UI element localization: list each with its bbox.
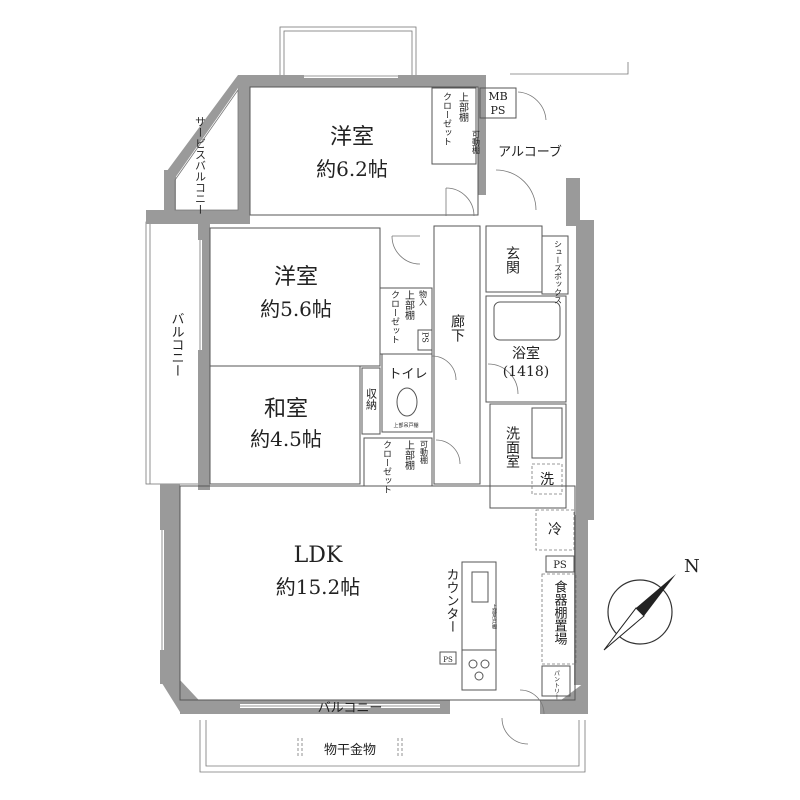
wash-basin	[531, 407, 563, 459]
closet-label-2: クローゼット	[389, 290, 400, 344]
toilet-bowl	[396, 387, 418, 417]
ps-box-small	[417, 329, 433, 351]
bottom-balcony-outline	[199, 720, 586, 773]
closet-western1	[431, 87, 477, 165]
windows	[160, 74, 440, 708]
washer-label: 洗	[540, 472, 554, 488]
upper-cabinet-small-label: 上部吊戸棚	[393, 422, 418, 429]
closet-western2	[379, 287, 433, 355]
upper-shelf-label-2: 上部棚	[403, 290, 415, 321]
western1-name: 洋室	[330, 125, 374, 150]
counter-label: カウンター	[444, 568, 459, 633]
bathtub	[493, 301, 561, 341]
drying-hardware-marks	[297, 738, 403, 758]
closet-japanese	[363, 437, 433, 487]
fridge-label: 冷	[548, 522, 562, 538]
left-balcony-label: バルコニー	[169, 312, 185, 377]
dish-shelf-label: 食器棚置場	[552, 579, 568, 645]
closet-label-1: クローゼット	[441, 92, 452, 146]
alcove-outline	[510, 62, 629, 75]
burner-1	[468, 659, 478, 669]
top-balcony-outline	[279, 26, 417, 78]
western-room-1	[249, 86, 479, 216]
japanese-name: 和室	[264, 397, 308, 422]
western2-name: 洋室	[274, 265, 318, 290]
washroom	[489, 403, 567, 509]
compass-label: N	[684, 556, 700, 577]
compass-arrow-north	[636, 574, 676, 616]
bathroom	[485, 295, 567, 403]
ps-label-mb: PS	[491, 104, 506, 117]
shoe-box-label: シューズボックス	[554, 240, 563, 304]
ldk-size: 約15.2帖	[276, 575, 361, 599]
western1-size: 約6.2帖	[316, 157, 388, 181]
toilet-room	[381, 353, 433, 433]
pantry	[541, 665, 571, 697]
service-balcony	[174, 88, 239, 211]
movable-shelf-label-1: 可動棚	[472, 130, 481, 155]
washer-space	[531, 463, 563, 495]
ldk-room	[179, 485, 576, 701]
washroom-label: 洗面室	[504, 426, 520, 468]
upper-cabinet-label: 上部吊戸棚	[491, 603, 497, 630]
japanese-room	[209, 365, 361, 485]
kitchen-sink	[471, 571, 489, 603]
ps-label-kitchen: PS	[553, 560, 567, 571]
pantry-label: パントリー	[553, 670, 560, 700]
fridge-space	[535, 509, 575, 551]
drying-hardware-label: 物干金物	[324, 742, 376, 758]
ps-box-ldk	[439, 651, 457, 665]
mb-label: MB	[488, 90, 507, 103]
storage-label: 物入	[419, 289, 428, 306]
burner-2	[480, 659, 490, 669]
burner-3	[474, 671, 484, 681]
entrance-label: 玄関	[504, 245, 520, 275]
bottom-balcony-label: バルコニー	[318, 701, 383, 716]
ps-box-kitchen	[545, 555, 575, 573]
shoe-box	[541, 235, 569, 295]
upper-shelf-label-1: 上部棚	[457, 92, 469, 123]
bath-size: (1418)	[503, 364, 550, 380]
upper-shelf-label-3: 上部棚	[403, 440, 415, 471]
ps-label-small: PS	[421, 332, 430, 343]
toilet-label: トイレ	[388, 367, 427, 382]
walls	[146, 75, 594, 714]
shuno-japanese	[361, 367, 381, 435]
door-arcs	[391, 91, 547, 745]
ldk-name: LDK	[294, 543, 343, 568]
alcove-label: アルコーブ	[498, 144, 562, 160]
ps-label-ldk: PS	[443, 656, 453, 664]
corridor-label: 廊下	[449, 313, 465, 342]
movable-shelf-label-3: 可動棚	[420, 440, 429, 465]
closet-label-3: クローゼット	[381, 440, 392, 494]
corridor	[433, 225, 481, 485]
dish-shelf-space	[541, 573, 577, 665]
mb-ps-box	[479, 87, 517, 119]
service-balcony-label: サービスバルコニー	[194, 116, 207, 215]
compass-arrow-south	[603, 607, 645, 651]
shuno-label: 収納	[365, 388, 378, 411]
japanese-size: 約4.5帖	[250, 427, 322, 451]
bath-name: 浴室	[512, 345, 540, 362]
western2-size: 約5.6帖	[260, 297, 332, 321]
kitchen-stove	[461, 649, 497, 691]
compass: N	[603, 556, 700, 651]
